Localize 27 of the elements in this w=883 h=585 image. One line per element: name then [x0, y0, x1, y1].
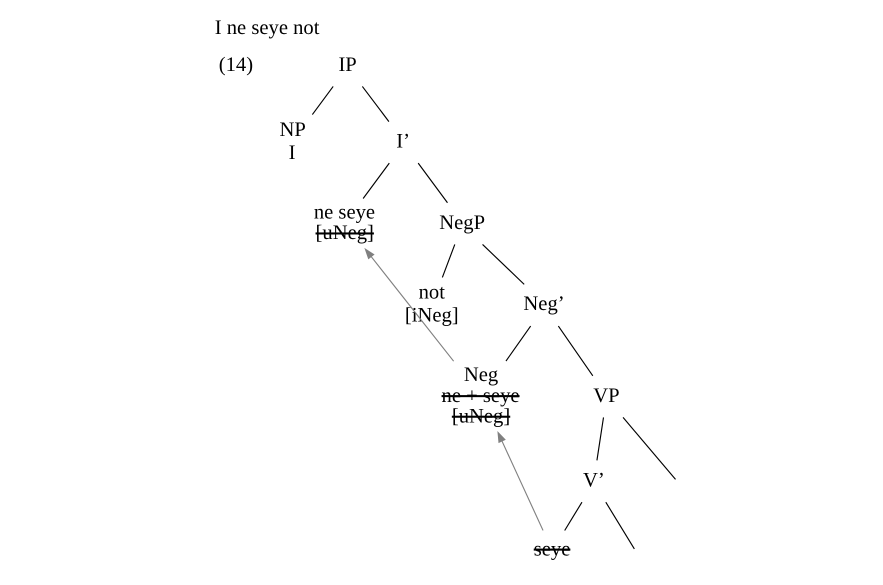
- node-text: IP: [338, 54, 356, 76]
- connector: [441, 244, 455, 278]
- node-text: NegP: [438, 212, 485, 234]
- node-text: I’: [396, 130, 410, 152]
- connector: [596, 417, 604, 460]
- node-text: VP: [592, 384, 620, 407]
- diagram-title: I ne seye not: [214, 17, 319, 40]
- connector: [362, 162, 390, 199]
- node-text: Neg’: [522, 293, 564, 316]
- connector: [622, 417, 676, 480]
- connector: [557, 326, 593, 376]
- connector: [505, 326, 531, 362]
- connector: [564, 502, 582, 531]
- connector: [417, 162, 448, 204]
- node-text: ne seye [uNeg]: [313, 202, 375, 244]
- node-text: V’: [582, 470, 604, 492]
- connector: [361, 86, 389, 122]
- connector: [604, 502, 634, 550]
- label: (14): [218, 54, 253, 76]
- node-text: Neg ne + seye [uNeg]: [441, 364, 520, 428]
- arrow: [364, 248, 454, 362]
- node-text: NP I: [278, 119, 306, 164]
- node-text: seye: [533, 538, 570, 560]
- connector: [311, 86, 334, 115]
- node-text: not [iNeg]: [404, 282, 458, 327]
- arrow: [496, 431, 544, 531]
- connector: [482, 244, 524, 285]
